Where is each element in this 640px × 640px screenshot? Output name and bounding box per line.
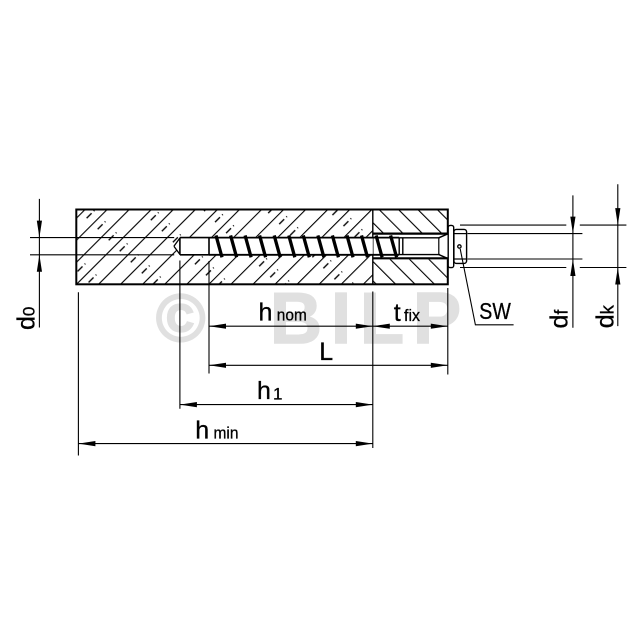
svg-text:BILP: BILP — [270, 279, 470, 359]
svg-text:h: h — [195, 417, 209, 445]
svg-text:L: L — [319, 338, 333, 366]
svg-text:df: df — [546, 309, 574, 329]
svg-text:min: min — [214, 424, 239, 443]
svg-text:fix: fix — [404, 306, 420, 325]
svg-text:t: t — [394, 299, 401, 327]
svg-text:nom: nom — [277, 306, 307, 325]
svg-text:©: © — [156, 281, 205, 356]
svg-text:SW: SW — [479, 298, 511, 324]
svg-text:dk: dk — [591, 304, 619, 328]
svg-text:1: 1 — [273, 385, 282, 404]
svg-text:h: h — [257, 377, 271, 405]
svg-text:d0: d0 — [12, 307, 40, 330]
svg-text:h: h — [259, 299, 273, 327]
